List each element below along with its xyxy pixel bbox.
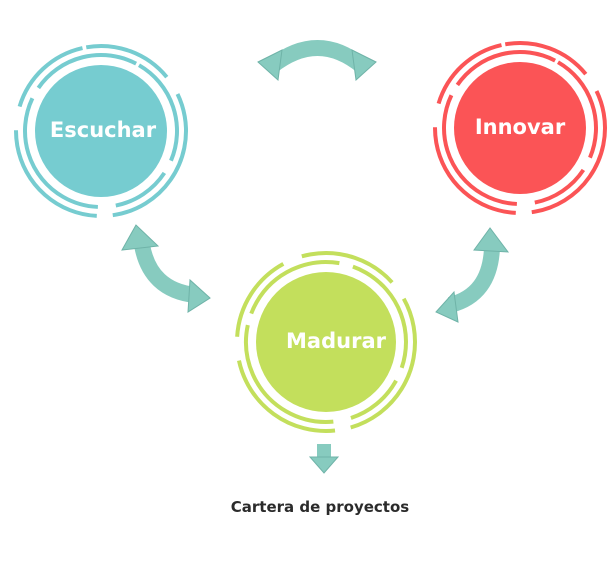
node-escuchar: Escuchar: [14, 44, 188, 218]
node-label: Innovar: [475, 115, 566, 139]
node-innovar: Innovar: [433, 41, 607, 215]
node-label: Escuchar: [50, 118, 157, 142]
double-arrow-escuchar-innovar: [257, 40, 377, 82]
output-label: Cartera de proyectos: [231, 498, 410, 516]
double-arrow-escuchar-madurar: [121, 224, 211, 313]
double-arrow-innovar-madurar: [435, 227, 510, 323]
node-madurar: Madurar: [235, 251, 417, 433]
down-arrow: [308, 444, 340, 474]
node-label: Madurar: [286, 329, 387, 353]
